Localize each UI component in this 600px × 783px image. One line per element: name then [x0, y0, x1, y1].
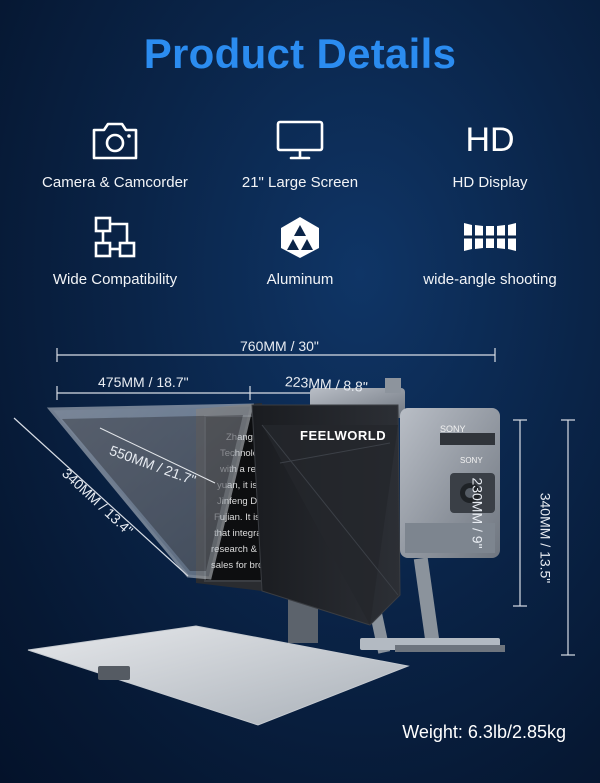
feature-wide-angle: wide-angle shooting	[390, 213, 590, 288]
connection-icon	[15, 213, 215, 261]
feature-label: 21" Large Screen	[241, 174, 359, 191]
svg-text:SONY: SONY	[440, 424, 466, 434]
monitor-icon	[200, 116, 400, 164]
weight-spec: Weight: 6.3lb/2.85kg	[402, 722, 566, 742]
aluminum-icon	[200, 213, 400, 261]
feature-aluminum: Aluminum	[200, 213, 400, 288]
teleprompter-illustration: SONY SONY Zhang Technology C with a regi…	[13, 348, 575, 726]
svg-text:Jinfeng Developm: Jinfeng Developm	[217, 496, 293, 507]
svg-text:yuan, it is located: yuan, it is located	[217, 480, 290, 491]
feature-camera: Camera & Camcorder	[15, 116, 215, 191]
svg-text:that integrating: that integrating	[214, 528, 277, 539]
dim-front-width: 475MM / 18.7"	[98, 374, 189, 390]
camera-icon	[15, 116, 215, 164]
feature-label: Wide Compatibility	[52, 271, 178, 288]
wide-angle-icon	[390, 213, 590, 261]
feature-compatibility: Wide Compatibility	[15, 213, 215, 288]
brand-logo: FEELWORLD	[300, 428, 386, 443]
svg-text:SONY: SONY	[460, 456, 483, 465]
dim-total-height: 340MM / 13.5"	[537, 492, 554, 584]
feature-label: Camera & Camcorder	[42, 174, 188, 191]
feature-screen: 21" Large Screen	[200, 116, 400, 191]
svg-text:with a register: with a register	[219, 464, 279, 475]
page-title: Product Details	[143, 30, 457, 77]
feature-label: Aluminum	[266, 271, 334, 288]
dim-hood-height: 230MM / 9"	[469, 477, 486, 549]
feature-label: HD Display	[452, 174, 528, 191]
svg-text:Technology C: Technology C	[220, 448, 278, 459]
feature-hd: HD HD Display	[390, 116, 590, 192]
dim-total-width: 760MM / 30"	[240, 338, 319, 354]
hd-icon: HD	[465, 120, 515, 159]
feature-label: wide-angle shooting	[423, 271, 557, 288]
